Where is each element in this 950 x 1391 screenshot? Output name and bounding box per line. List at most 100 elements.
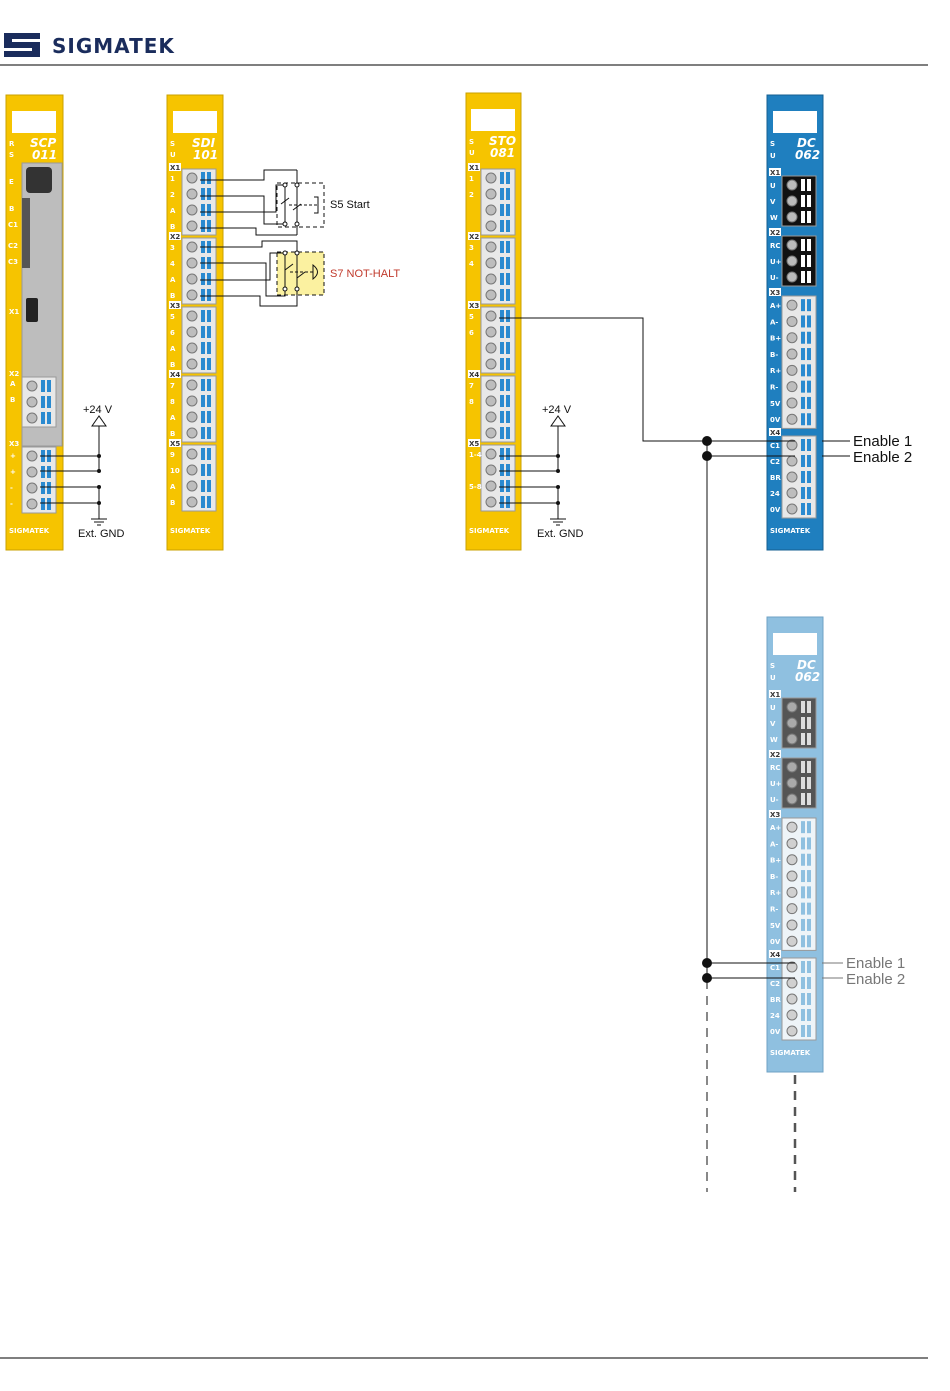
terminal-block	[781, 697, 817, 749]
enable2-label: Enable 2	[846, 971, 905, 988]
pin-label: B	[9, 205, 14, 213]
terminal-screw-icon	[186, 289, 198, 301]
connector-tab	[769, 690, 781, 698]
s7-label: S7 NOT-HALT	[330, 268, 400, 280]
terminal-spring-icon	[47, 482, 51, 494]
terminal-spring-icon	[41, 380, 45, 392]
module-subtitle: 101	[193, 148, 218, 162]
ground-icon	[91, 518, 107, 526]
terminal-screw-icon	[26, 412, 38, 424]
led-label: S	[469, 138, 474, 146]
pin-label: 24	[770, 490, 780, 498]
terminal-spring-icon	[807, 902, 811, 915]
led-label: U	[770, 674, 776, 682]
pin-label: U+	[770, 780, 782, 788]
terminal-block	[480, 306, 516, 374]
terminal-screw-icon	[786, 299, 798, 311]
terminal-spring-icon	[801, 733, 805, 745]
terminal-screw-icon	[26, 396, 38, 408]
terminal-screw-icon	[485, 273, 497, 285]
terminal-spring-icon	[807, 195, 811, 207]
terminal-screw-icon	[786, 761, 798, 773]
pin-label: U	[770, 704, 776, 712]
pin-label: B	[170, 499, 175, 507]
terminal-spring-icon	[801, 701, 805, 713]
terminal-spring-icon	[807, 993, 811, 1005]
module-title: DC	[797, 136, 816, 150]
pin-label: C2	[770, 980, 780, 988]
pin-label: 0V	[770, 1028, 781, 1036]
connector-label: X4	[770, 429, 780, 437]
terminal-spring-icon	[801, 821, 805, 834]
terminal-spring-icon	[506, 448, 510, 460]
terminal-screw-icon	[786, 503, 798, 515]
pin-label: B+	[770, 857, 781, 865]
terminal-spring-icon	[807, 886, 811, 899]
terminal-spring-icon	[807, 853, 811, 866]
terminal-spring-icon	[500, 188, 504, 200]
module-title: DC	[797, 658, 816, 672]
terminal-spring-icon	[207, 464, 211, 476]
terminal-spring-icon	[801, 179, 805, 191]
terminal-spring-icon	[207, 188, 211, 200]
terminal-spring-icon	[500, 448, 504, 460]
terminal-spring-icon	[506, 204, 510, 216]
terminal-screw-icon	[786, 793, 798, 805]
terminal-spring-icon	[801, 195, 805, 207]
connector-tab	[769, 428, 781, 436]
terminal-screw-icon	[786, 179, 798, 191]
terminal-spring-icon	[801, 487, 805, 499]
terminal-spring-icon	[500, 464, 504, 476]
terminal-screw-icon	[786, 777, 798, 789]
s5-start-switch	[200, 169, 325, 236]
brand-label: SIGMATEK	[9, 527, 50, 535]
terminal-spring-icon	[207, 496, 211, 508]
pin-label: 6	[469, 329, 474, 337]
ground-icon	[550, 518, 566, 526]
led-label: U	[770, 152, 776, 160]
terminal-screw-icon	[786, 332, 798, 344]
pin-label: V	[770, 198, 776, 206]
terminal-spring-icon	[807, 471, 811, 483]
terminal-spring-icon	[801, 364, 805, 377]
connector-label: X1	[770, 691, 780, 699]
terminal-spring-icon	[201, 289, 205, 301]
pin-label: B	[170, 292, 175, 300]
pin-label: 3	[170, 244, 175, 252]
terminal-spring-icon	[506, 480, 510, 492]
terminal-spring-icon	[201, 204, 205, 216]
terminal-screw-icon	[186, 257, 198, 269]
led-label: S	[170, 140, 175, 148]
terminal-screw-icon	[786, 348, 798, 360]
connector-tab	[468, 301, 480, 309]
pin-label: R-	[770, 384, 778, 392]
connector-label: X2	[170, 233, 180, 241]
terminal-block	[181, 444, 217, 512]
terminal-spring-icon	[500, 427, 504, 439]
pin-label: A-	[770, 840, 778, 848]
pin-label: +	[10, 468, 16, 476]
terminal-block	[781, 435, 817, 519]
terminal-spring-icon	[500, 480, 504, 492]
terminal-screw-icon	[186, 448, 198, 460]
terminal-spring-icon	[801, 331, 805, 344]
connector-tab	[769, 950, 781, 958]
terminal-block	[181, 375, 217, 443]
label-window	[471, 109, 515, 131]
terminal-screw-icon	[186, 273, 198, 285]
terminal-screw-icon	[786, 397, 798, 409]
led-label: R	[9, 140, 15, 148]
pin-label: 5	[469, 313, 474, 321]
pin-label: 1	[170, 175, 175, 183]
terminal-spring-icon	[506, 427, 510, 439]
terminal-spring-icon	[47, 412, 51, 424]
pin-label: 4	[469, 260, 474, 268]
pin-label: 2	[469, 191, 474, 199]
terminal-spring-icon	[807, 331, 811, 344]
pin-label: 5	[170, 313, 175, 321]
terminal-spring-icon	[807, 733, 811, 745]
terminal-spring-icon	[801, 239, 805, 251]
terminal-spring-icon	[807, 793, 811, 805]
pin-label: RC	[770, 242, 781, 250]
